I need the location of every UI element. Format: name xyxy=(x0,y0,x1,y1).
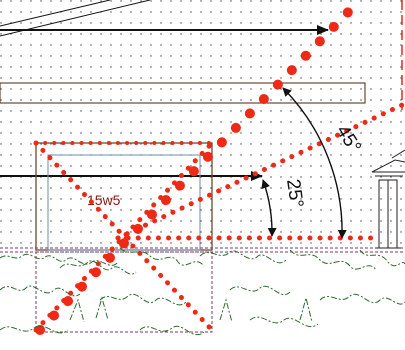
foliage xyxy=(0,247,405,335)
window-diagonal-b xyxy=(33,140,215,333)
angle-label-25: 25° xyxy=(282,178,307,209)
lamp-post xyxy=(371,149,405,249)
angle-arc-25 xyxy=(261,179,277,237)
ray-25deg-line xyxy=(115,102,405,241)
window-frame xyxy=(35,142,213,251)
angle-arc-45 xyxy=(282,87,347,239)
beam-band xyxy=(0,82,366,104)
window-diagonal-a xyxy=(33,140,215,333)
shadow-lines xyxy=(33,0,405,335)
ray-45deg-line xyxy=(35,0,360,335)
window-label: 15w5 xyxy=(87,192,121,208)
ground-lines xyxy=(0,247,405,333)
